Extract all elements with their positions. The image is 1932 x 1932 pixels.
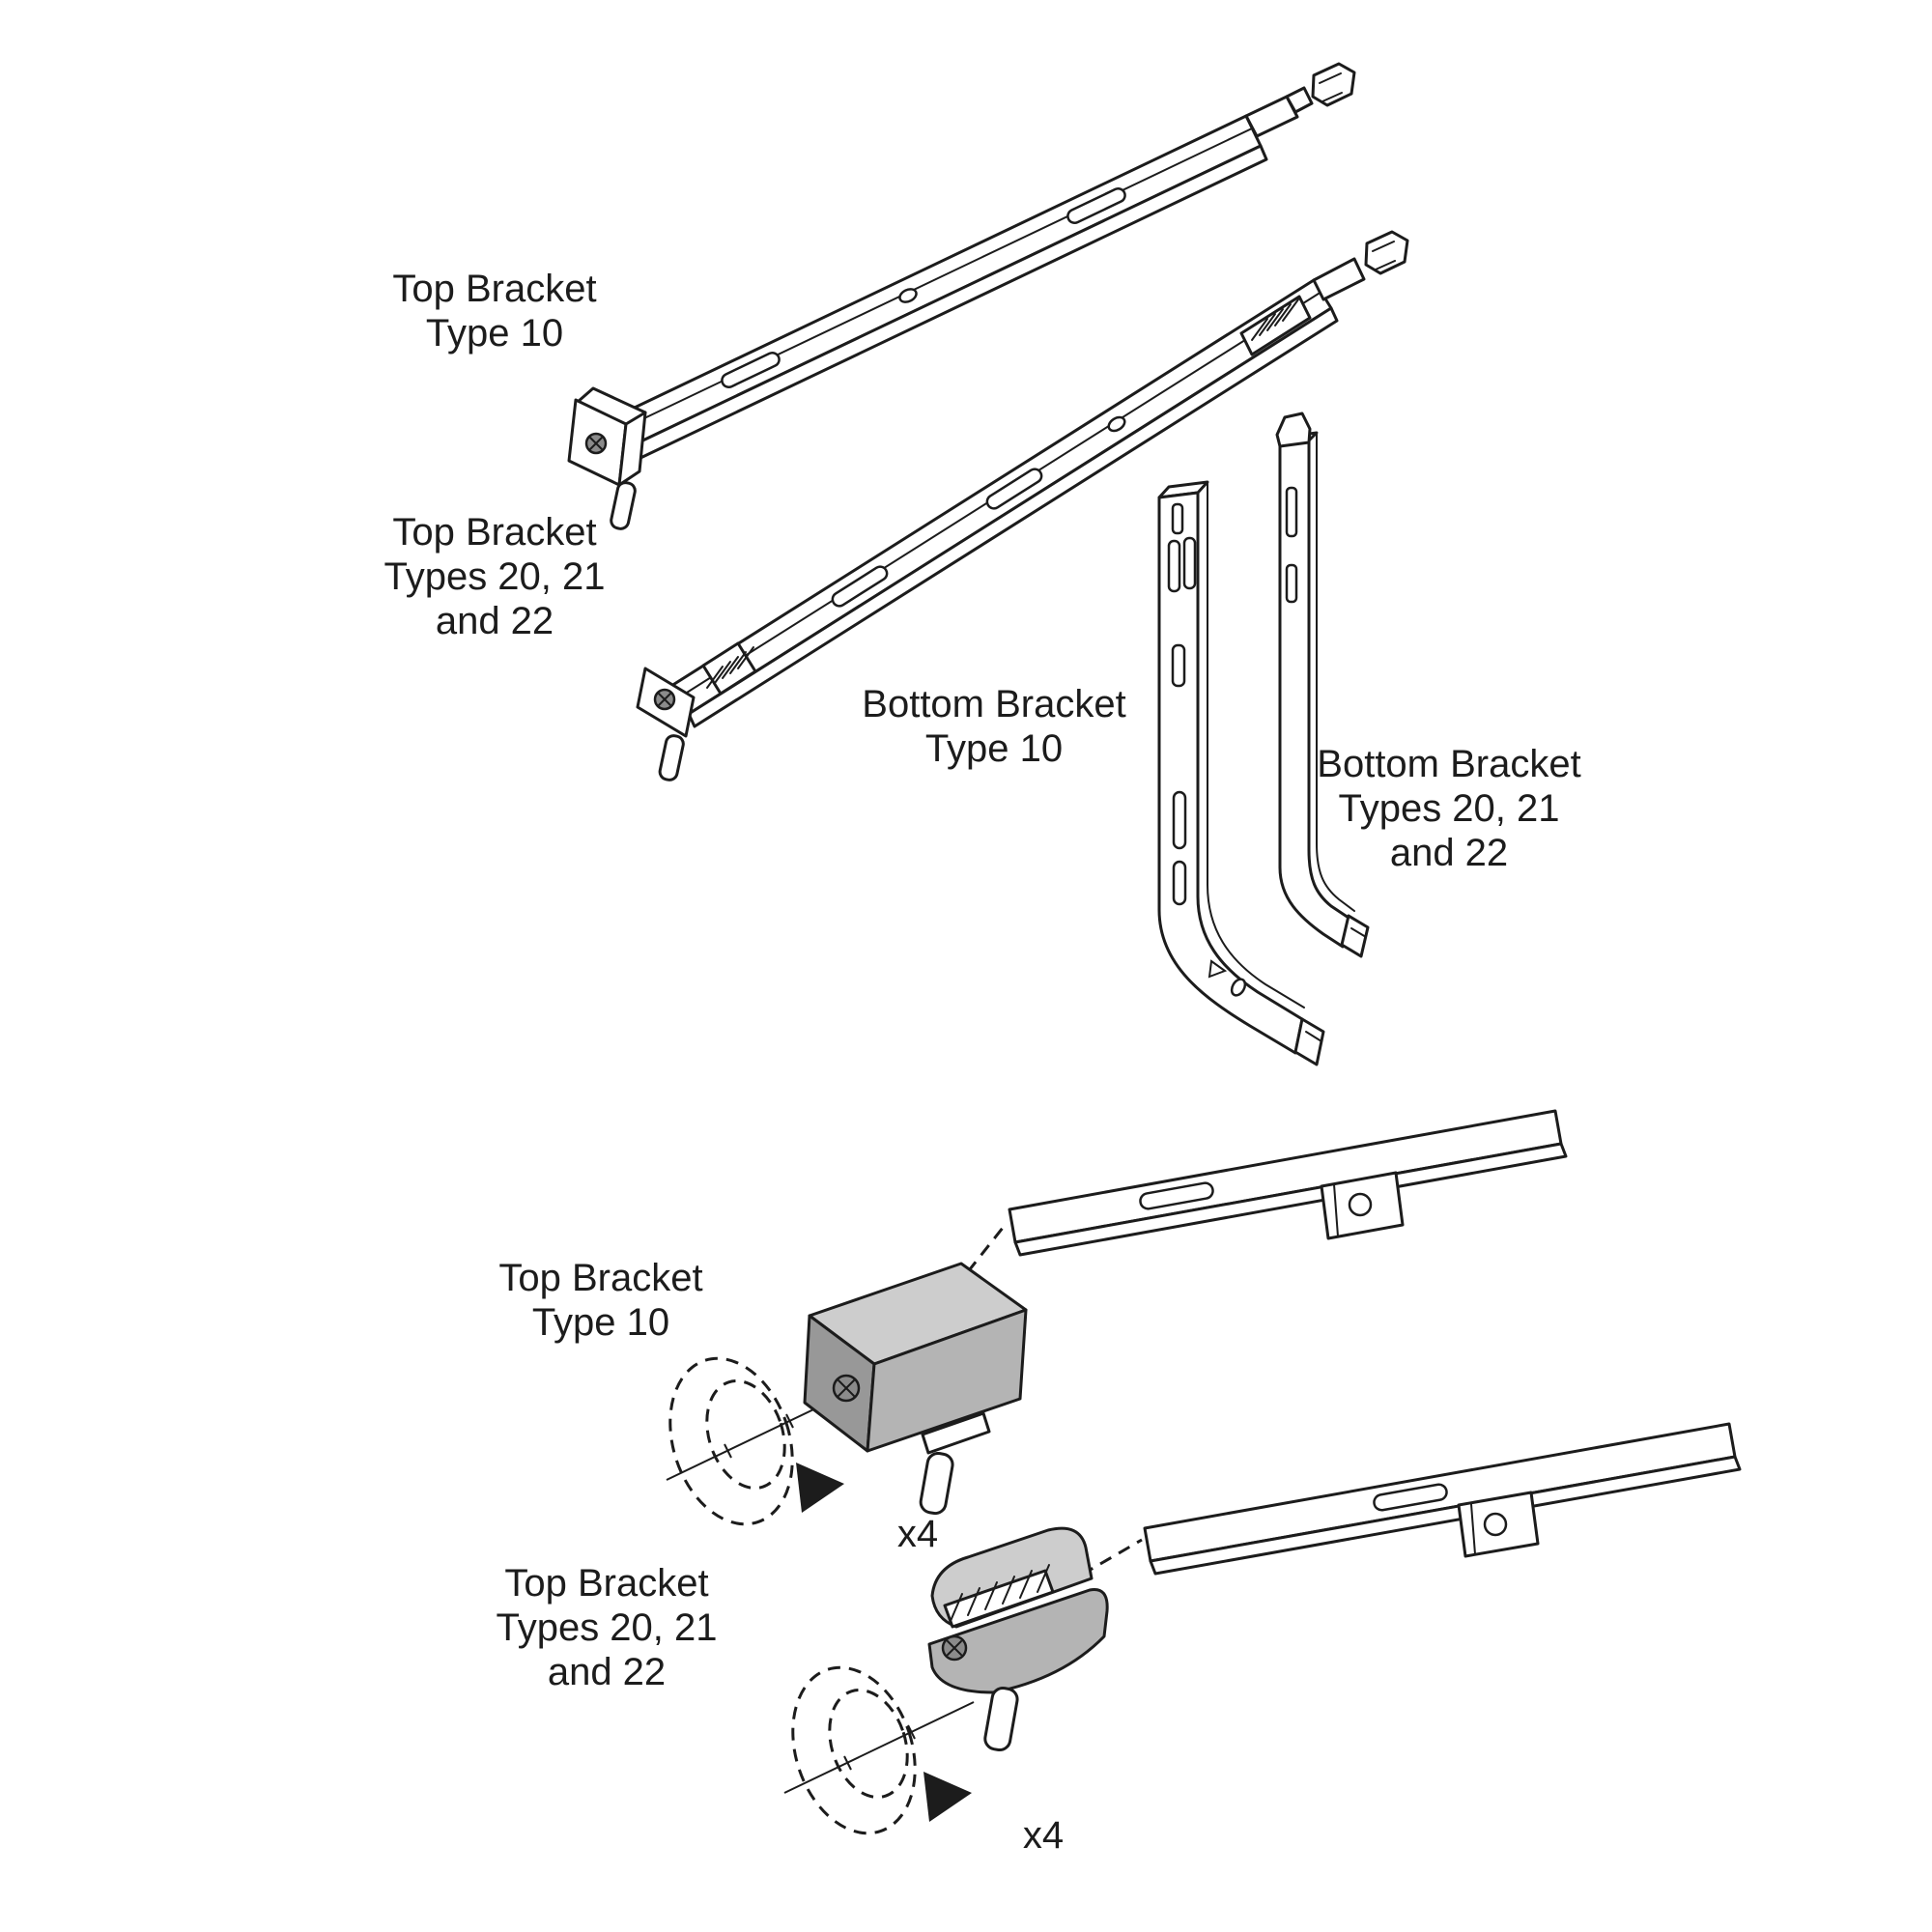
strap-depth-edge [1207,481,1305,1009]
direction-arrow-icon [796,1463,844,1513]
label-line: and 22 [1389,832,1509,874]
label-line: Bottom Bracket [1317,743,1581,785]
detail-type10-drawing [666,1109,1568,1526]
strap-top-fork [1275,412,1312,448]
screw-cross [838,1379,855,1397]
axis-tick [785,1413,794,1429]
rail-slot [721,351,781,389]
rail-clip [1364,230,1409,275]
strap-slot [1285,486,1298,538]
rail-hole [898,288,918,303]
hanging-tab [658,734,685,781]
spring-hatch [706,646,754,689]
label-line: Top Bracket [504,1562,709,1605]
rail-hook-tongue [1312,257,1366,301]
hanging-tab [919,1451,954,1516]
label-line: and 22 [547,1651,667,1693]
top-bracket-types20-drawing [636,230,1409,781]
axis-tick [843,1755,852,1771]
screw-cross [947,1640,962,1656]
strap-slot [1167,539,1181,593]
strap-slot [1172,860,1187,906]
fixing-hole [1483,1512,1508,1537]
strap-depth-edge [1316,432,1355,912]
clip-bottom-jaw [927,1587,1109,1694]
top-bracket-type10-drawing [567,62,1356,530]
rotation-path-icon [668,1356,794,1526]
strap-slot [1182,536,1197,590]
rail-slot [1373,1483,1448,1512]
rail-slot [985,468,1043,510]
label-top-bracket-type10: Top Bracket Type 10 [392,267,596,355]
axis-tick [724,1443,732,1459]
rail-side-face [687,306,1339,728]
cap-front-face [866,1308,1028,1453]
fixing-axis [783,1701,975,1794]
label-line: Types 20, 21 [496,1606,718,1649]
label-detail-top-bracket-types20: Top Bracket Types 20, 21 and 22 [496,1561,717,1694]
rotation-path-icon [791,1665,917,1835]
strap-slot [1171,502,1184,535]
label-line: Types 20, 21 [1338,787,1560,830]
rail-clip-detail [1319,72,1343,102]
foot-clip [1340,914,1370,958]
foot-clip [1293,1017,1325,1066]
screw-cross [658,693,671,706]
rail-hole [1107,415,1126,433]
detail-types20-drawing [783,1422,1742,1835]
label-line: Type 10 [531,1301,670,1344]
label-line: Top Bracket [392,511,597,554]
spring-hatch [950,1564,1050,1622]
rail-top-face [1008,1109,1563,1244]
bend-cutout [1208,959,1228,979]
label-line: Top Bracket [392,268,597,310]
direction-arrow-icon [923,1772,972,1822]
spring-hatch [1251,298,1299,341]
axis-tick [907,1724,916,1740]
bottom-bracket-types20-drawing [1275,412,1370,958]
tab-fold-line [1470,1503,1476,1555]
foot-clip-detail [1305,1031,1322,1042]
strap-slot [1172,790,1187,850]
rail-hook-end [1285,86,1314,114]
rail-slot [1066,186,1126,225]
rail-hook-tongue [1244,95,1299,138]
bottom-bracket-type10-drawing [1157,480,1325,1066]
end-cap-side-face [617,411,647,487]
screw-cross [589,437,603,450]
quantity-type10-fixings: x4 [896,1513,939,1555]
bend-hole [1230,978,1247,997]
hanging-tab [610,481,637,530]
label-bottom-bracket-type10: Bottom Bracket Type 10 [862,682,1125,771]
strap-slot [1285,563,1298,604]
explode-axis-dashed [1081,1538,1143,1577]
hanging-tab [983,1686,1019,1752]
rail-clip-detail [1372,241,1396,270]
label-line: Bottom Bracket [862,683,1126,725]
quantity-types20-fixings: x4 [1022,1814,1065,1857]
label-bottom-bracket-types20: Bottom Bracket Types 20, 21 and 22 [1317,742,1580,875]
label-line: Type 10 [924,727,1064,770]
rail-clip [1311,62,1356,107]
tab-fold-line [1333,1183,1339,1237]
label-line: and 22 [435,600,554,642]
fixing-hole [1348,1192,1373,1217]
rail-side-face [1149,1455,1742,1576]
label-top-bracket-types20: Top Bracket Types 20, 21 and 22 [384,510,605,643]
foot-clip-detail [1350,927,1367,938]
label-line: Top Bracket [498,1257,703,1299]
rail-slot [831,565,889,608]
label-detail-top-bracket-type10: Top Bracket Type 10 [498,1256,702,1345]
rail-slot [1139,1181,1214,1210]
strap-slot [1171,643,1186,688]
cap-lower-flange [921,1411,991,1455]
label-line: Types 20, 21 [384,555,606,598]
label-line: Type 10 [425,312,564,355]
